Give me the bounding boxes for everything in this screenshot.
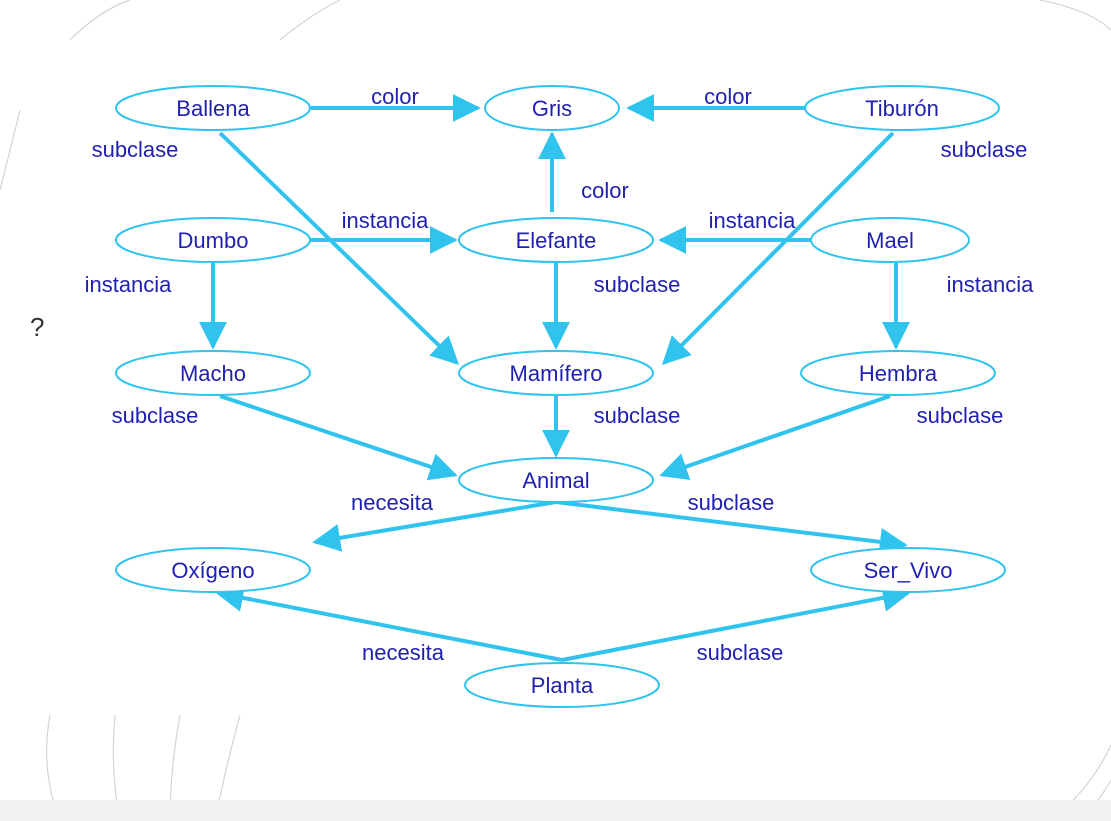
deco-arc-top-left <box>69 0 131 41</box>
node-ballena: Ballena <box>115 85 311 131</box>
node-ellipse <box>804 85 1000 131</box>
node-label-ser-vivo: Ser_Vivo <box>864 558 953 583</box>
edge-label-elefante-gris: color <box>581 178 629 203</box>
node-mael: Mael <box>810 217 970 263</box>
node-dumbo: Dumbo <box>115 217 311 263</box>
node-ellipse <box>115 217 311 263</box>
node-label-hembra: Hembra <box>859 361 938 386</box>
edge-label-mamifero-animal: subclase <box>594 403 681 428</box>
node-animal: Animal <box>458 457 654 503</box>
edge-animal-ser_vivo <box>555 500 908 556</box>
node-ellipse <box>115 547 311 593</box>
edge-label-ballena-gris: color <box>371 84 419 109</box>
edge-label-planta-ser_vivo: subclase <box>697 640 784 665</box>
deco-arc-top-mid <box>279 0 341 41</box>
node-ellipse <box>810 217 970 263</box>
node-ellipse <box>458 217 654 263</box>
node-ellipse <box>458 350 654 396</box>
node-label-ballena: Ballena <box>176 96 250 121</box>
node-ellipse <box>458 457 654 503</box>
edge-label-ballena-mamifero: subclase <box>92 137 179 162</box>
node-label-macho: Macho <box>180 361 246 386</box>
edge-hembra-animal <box>659 394 891 480</box>
node-label-mael: Mael <box>866 228 914 253</box>
node-ellipse <box>115 350 311 396</box>
node-label-mamifero: Mamífero <box>510 361 603 386</box>
node-ser-vivo: Ser_Vivo <box>810 547 1006 593</box>
edge-tiburon-mamifero <box>662 131 895 365</box>
edge-macho-animal <box>219 394 458 481</box>
node-ellipse <box>115 85 311 131</box>
edge-label-animal-oxigeno: necesita <box>351 490 434 515</box>
edge-label-mael-hembra: instancia <box>947 272 1035 297</box>
edge-label-hembra-animal: subclase <box>917 403 1004 428</box>
node-gris: Gris <box>484 85 620 131</box>
edge-label-tiburon-mamifero: subclase <box>941 137 1028 162</box>
edge-label-mael-elefante: instancia <box>709 208 797 233</box>
node-label-tiburon: Tiburón <box>865 96 939 121</box>
node-ellipse <box>810 547 1006 593</box>
node-label-elefante: Elefante <box>516 228 597 253</box>
node-label-oxigeno: Oxígeno <box>171 558 254 583</box>
deco-arc-top-right <box>1039 0 1111 31</box>
edge-label-macho-animal: subclase <box>112 403 199 428</box>
node-planta: Planta <box>464 662 660 708</box>
node-label-animal: Animal <box>522 468 589 493</box>
edge-planta-oxigeno <box>215 584 563 662</box>
node-elefante: Elefante <box>458 217 654 263</box>
edge-animal-oxigeno <box>312 500 557 552</box>
edge-label-elefante-mamifero: subclase <box>594 272 681 297</box>
node-oxigeno: Oxígeno <box>115 547 311 593</box>
node-ellipse <box>800 350 996 396</box>
edge-label-dumbo-elefante: instancia <box>342 208 430 233</box>
deco-arc-left <box>0 109 21 191</box>
node-ellipse <box>464 662 660 708</box>
edge-planta-ser_vivo <box>561 584 911 662</box>
edge-label-dumbo-macho: instancia <box>85 272 173 297</box>
node-macho: Macho <box>115 350 311 396</box>
edge-ballena-mamifero <box>218 131 460 365</box>
edge-label-tiburon-gris: color <box>704 84 752 109</box>
node-label-dumbo: Dumbo <box>178 228 249 253</box>
node-ellipse <box>484 85 620 131</box>
node-tiburon: Tiburón <box>804 85 1000 131</box>
node-hembra: Hembra <box>800 350 996 396</box>
edge-label-animal-ser_vivo: subclase <box>688 490 775 515</box>
footer-band <box>0 800 1111 821</box>
node-mamifero: Mamífero <box>458 350 654 396</box>
node-label-planta: Planta <box>531 673 594 698</box>
edge-label-planta-oxigeno: necesita <box>362 640 445 665</box>
question-mark: ? <box>30 312 45 342</box>
node-label-gris: Gris <box>532 96 572 121</box>
